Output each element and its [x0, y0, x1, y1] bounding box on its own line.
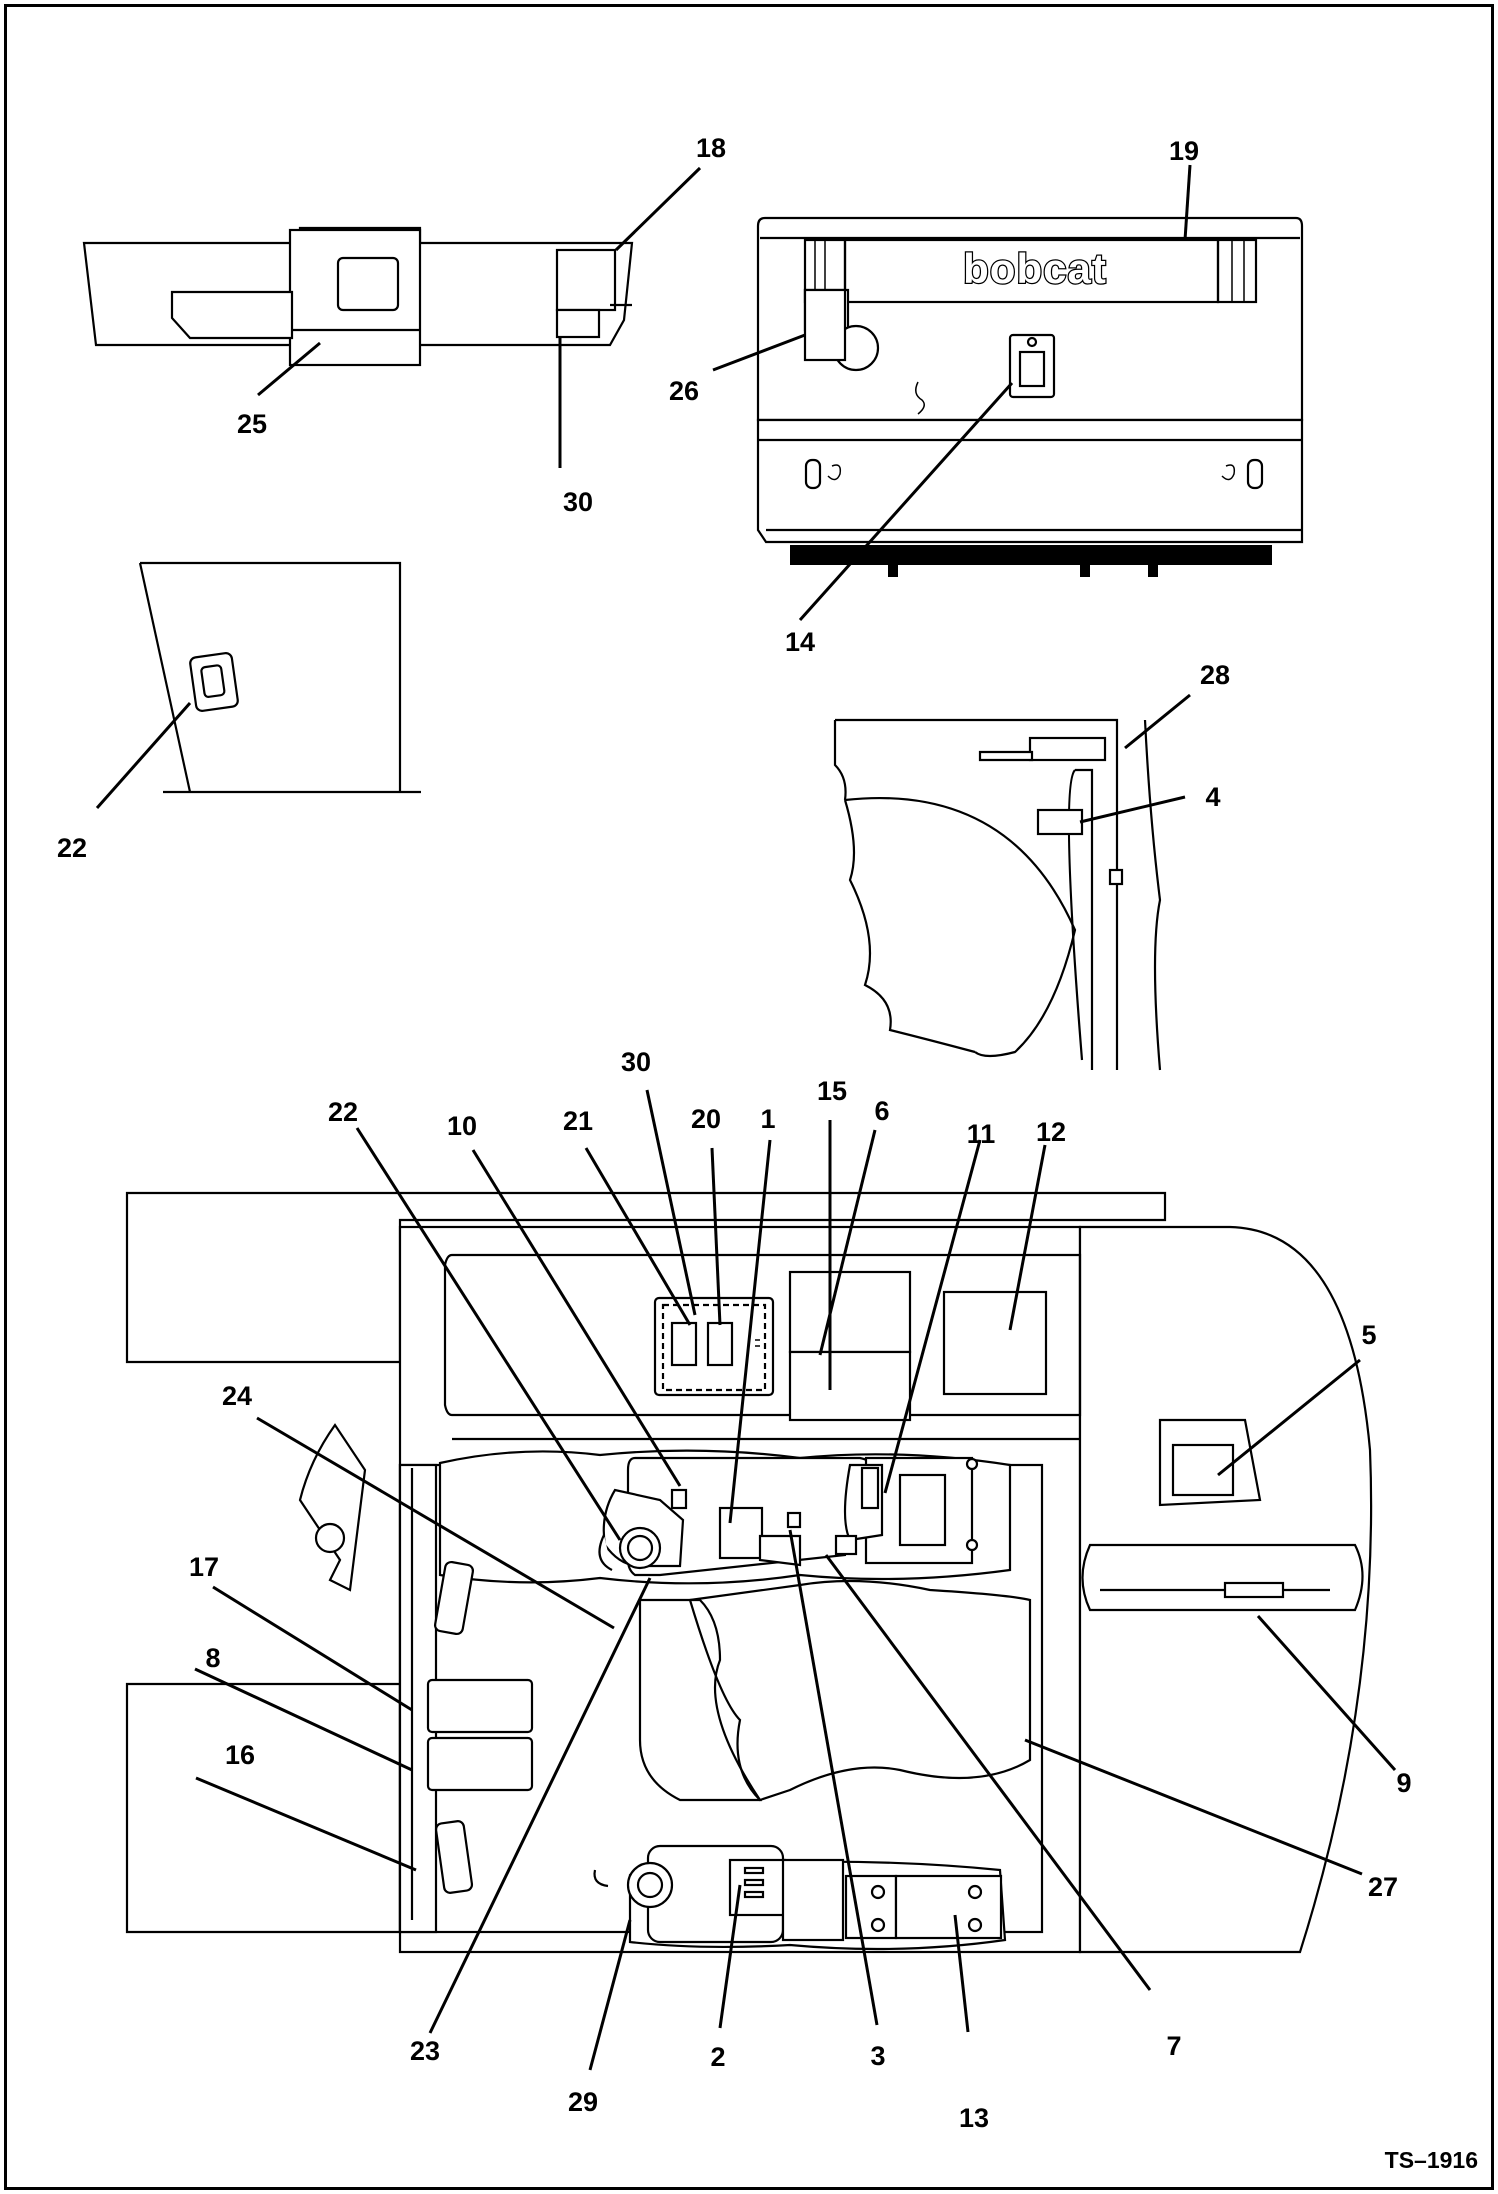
callout-1: 1: [760, 1104, 775, 1134]
callout-7: 7: [1166, 2031, 1181, 2061]
bobcat-logo: bobcat: [963, 245, 1107, 292]
side-window-view: [138, 561, 421, 794]
callout-5: 5: [1361, 1320, 1376, 1350]
leader-lines: [95, 164, 1397, 2071]
cab-top-view: [125, 1191, 1373, 1954]
callout-24: 24: [222, 1381, 252, 1411]
callout-20: 20: [691, 1104, 721, 1134]
callout-12: 12: [1036, 1117, 1066, 1147]
callout-23: 23: [410, 2036, 440, 2066]
callout-22: 22: [328, 1097, 358, 1127]
callout-labels: 18 25 30 19 26 14 22 28 4 30 15 22 10 21…: [57, 133, 1412, 2133]
callout-11: 11: [967, 1119, 996, 1149]
callout-15: 15: [817, 1076, 847, 1106]
callout-8: 8: [205, 1643, 220, 1673]
callout-18: 18: [696, 133, 726, 163]
callout-17: 17: [189, 1552, 219, 1582]
callout-14: 14: [785, 627, 815, 657]
callout-13: 13: [959, 2103, 989, 2133]
callout-25: 25: [237, 409, 267, 439]
callout-30: 30: [563, 487, 593, 517]
callout-21: 21: [563, 1106, 593, 1136]
callout-30: 30: [621, 1047, 651, 1077]
callout-6: 6: [874, 1096, 889, 1126]
callout-10: 10: [447, 1111, 477, 1141]
side-panel-view: [82, 226, 634, 367]
callout-29: 29: [568, 2087, 598, 2117]
canopy-view: [833, 718, 1162, 1071]
callout-27: 27: [1368, 1872, 1398, 1902]
callout-16: 16: [225, 1740, 255, 1770]
callout-19: 19: [1169, 136, 1199, 166]
reference-code: TS–1916: [1385, 2147, 1478, 2173]
callout-3: 3: [870, 2041, 885, 2071]
callout-28: 28: [1200, 660, 1230, 690]
callout-9: 9: [1396, 1768, 1411, 1798]
callout-4: 4: [1205, 782, 1220, 812]
rear-view: bobcat: [756, 216, 1304, 577]
callout-2: 2: [710, 2042, 725, 2072]
callout-22: 22: [57, 833, 87, 863]
callout-26: 26: [669, 376, 699, 406]
